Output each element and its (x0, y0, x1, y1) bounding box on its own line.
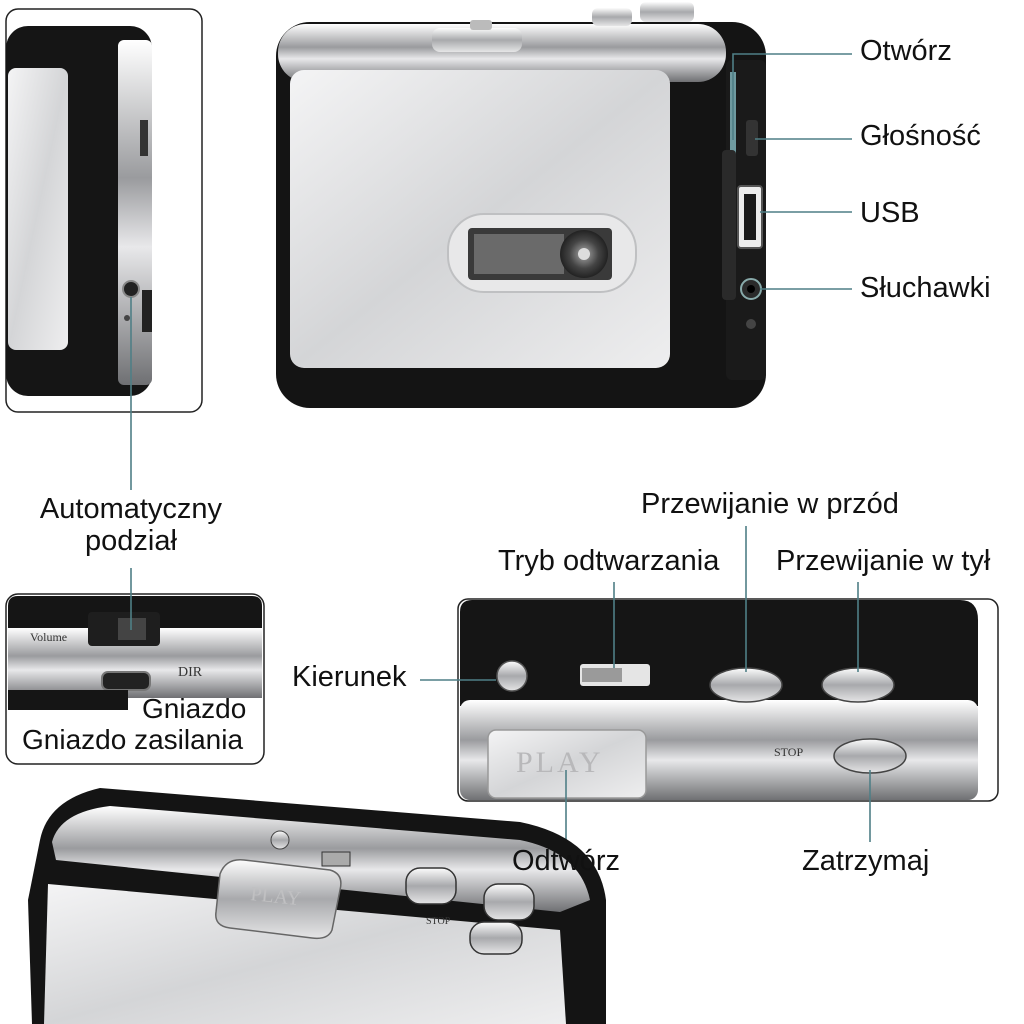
play-marking-perspective: PLAY (249, 883, 301, 910)
label-play: Odtwórz (512, 845, 620, 877)
volume-marking: Volume (30, 630, 67, 644)
label-fast-forward: Przewijanie w przód (641, 488, 899, 520)
callout-lines-main (130, 53, 852, 490)
label-auto-split: Automatyczny podział (20, 493, 242, 558)
label-power-socket: Gniazdo zasilania (22, 724, 244, 755)
label-auto-split-line1: Automatyczny (39, 493, 223, 525)
label-direction: Kierunek (292, 661, 407, 693)
main-device (276, 2, 766, 408)
label-play-mode: Tryb odtwarzania (498, 545, 720, 577)
label-socket: Gniazdo (142, 693, 247, 724)
stop-marking-perspective: STOP (426, 916, 451, 927)
perspective-device: PLAY STOP (28, 788, 606, 1024)
power-socket-inset: Volume DIR (5, 568, 265, 765)
control-panel-inset: PLAY STOP (457, 598, 999, 802)
play-marking: PLAY (516, 746, 604, 779)
label-stop: Zatrzymaj (802, 845, 930, 877)
label-volume: Głośność (860, 120, 981, 152)
side-view-inset (5, 8, 203, 413)
label-rewind: Przewijanie w tył (776, 545, 991, 577)
label-auto-split-line2: podział (85, 524, 177, 557)
label-usb: USB (860, 197, 920, 229)
dir-marking: DIR (178, 665, 203, 680)
label-open: Otwórz (860, 35, 952, 67)
label-headphones: Słuchawki (860, 272, 991, 304)
stop-marking: STOP (774, 745, 803, 759)
callout-lines-panel (420, 526, 871, 842)
